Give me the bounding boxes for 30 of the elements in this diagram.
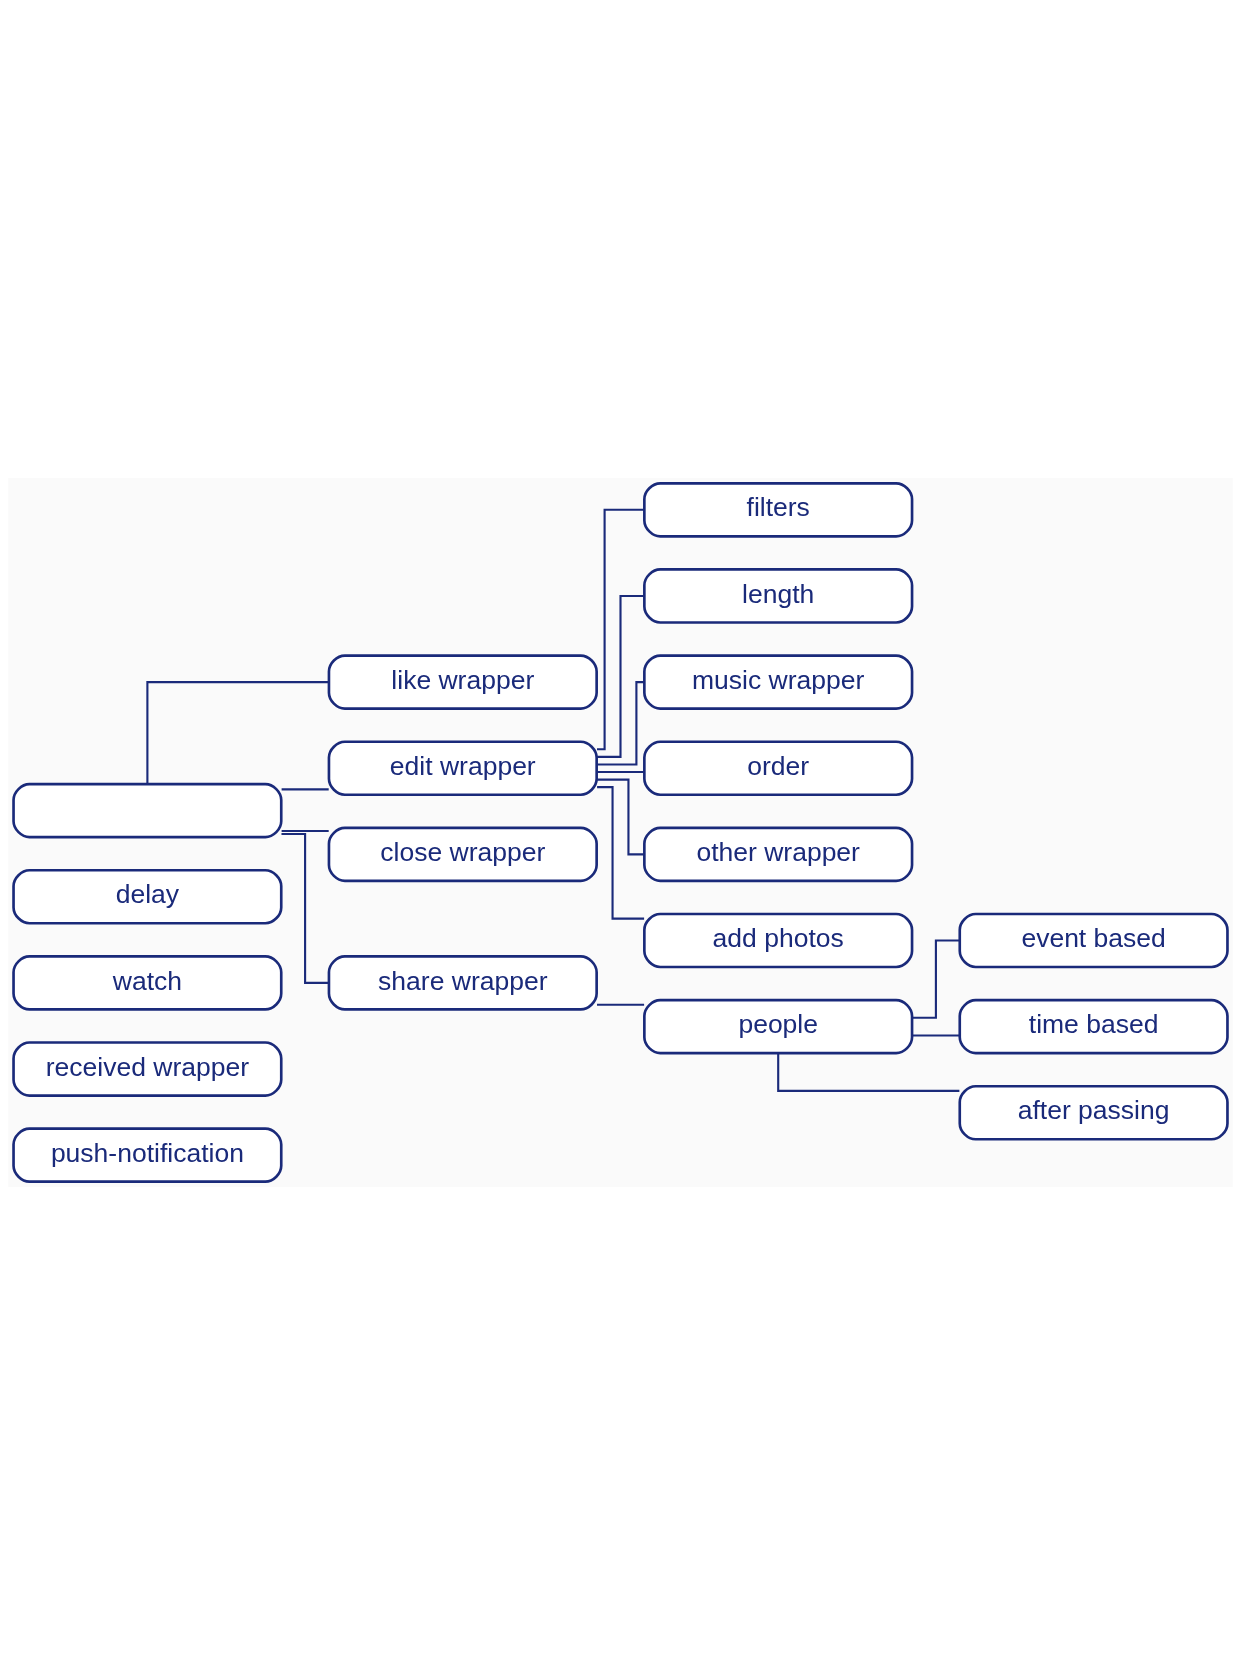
node-box: order (643, 740, 914, 797)
node-box: delay (12, 868, 283, 925)
node-box: length (643, 568, 914, 624)
connector (597, 508, 644, 751)
node-box: people (643, 998, 914, 1055)
node-box: close wrapper (327, 826, 598, 883)
connector (281, 829, 329, 832)
node-box: music wrapper (643, 654, 914, 710)
node-box: filters (643, 481, 914, 538)
node-box (12, 782, 283, 839)
connector (597, 786, 645, 920)
connector (146, 681, 329, 784)
connector (912, 1034, 960, 1037)
connector (281, 788, 329, 791)
node-box: share wrapper (327, 955, 598, 1011)
connector (777, 1053, 960, 1092)
node-box: add photos (643, 912, 914, 969)
connector (596, 778, 644, 856)
node-box: edit wrapper (327, 740, 598, 797)
node-box: time based (958, 998, 1229, 1055)
node-box: push-notification (12, 1127, 283, 1184)
node-box: like wrapper (327, 654, 598, 710)
connector (597, 1003, 645, 1006)
node-box: event based (958, 912, 1229, 969)
node-box: received wrapper (12, 1041, 283, 1097)
connector (597, 681, 644, 766)
node-box: other wrapper (643, 826, 914, 883)
node-box: after passing (958, 1084, 1229, 1141)
connector (597, 770, 645, 774)
node-box: watch (12, 955, 283, 1011)
